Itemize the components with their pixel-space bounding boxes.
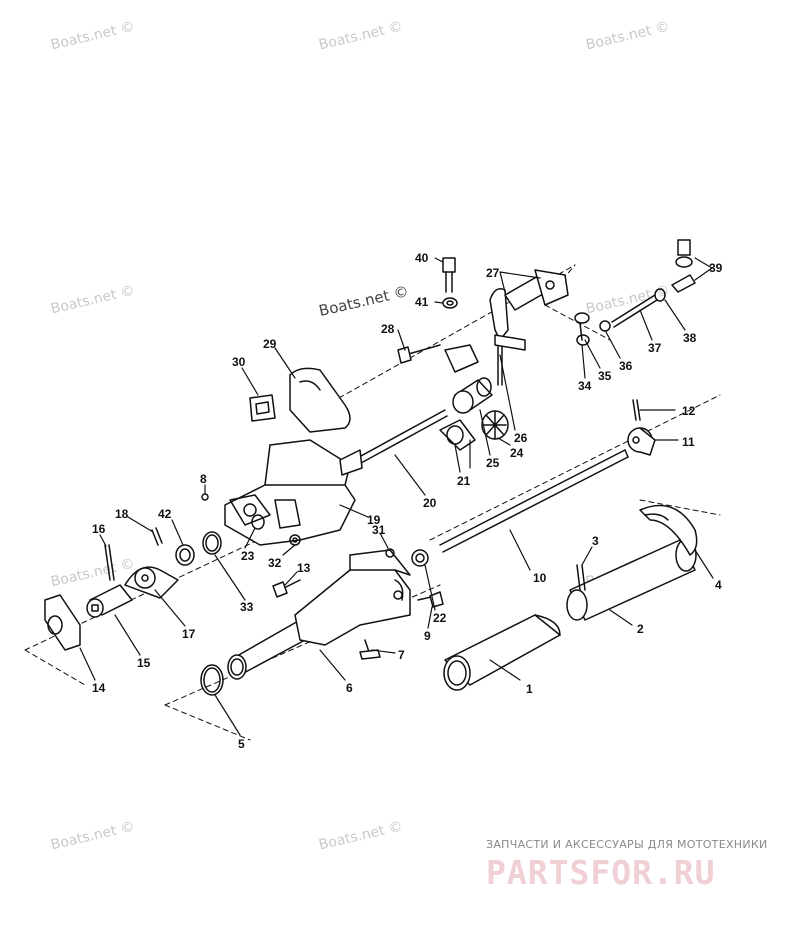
label-21: 21 xyxy=(457,474,471,488)
part-6-tiller-housing xyxy=(227,549,411,680)
part-42-bushing xyxy=(175,544,195,566)
label-27: 27 xyxy=(486,266,500,280)
label-19: 19 xyxy=(367,513,381,527)
label-5: 5 xyxy=(238,737,245,751)
part-35-nut xyxy=(576,334,590,346)
label-36: 36 xyxy=(619,359,633,373)
part-26-shift-lever xyxy=(489,288,526,386)
label-40: 40 xyxy=(415,251,429,265)
part-40-bolt xyxy=(442,257,456,293)
part-10-shaft xyxy=(439,449,629,553)
part-31-screw xyxy=(385,548,395,558)
part-16-pin xyxy=(104,544,115,581)
label-30: 30 xyxy=(232,355,246,369)
label-25: 25 xyxy=(486,456,500,470)
part-34-screw xyxy=(574,312,590,341)
label-39: 39 xyxy=(709,261,723,275)
label-15: 15 xyxy=(137,656,151,670)
label-41: 41 xyxy=(415,295,429,309)
part-18-pin xyxy=(151,527,163,546)
part-24-bevel-gear xyxy=(481,410,509,440)
label-14: 14 xyxy=(92,681,106,695)
label-11: 11 xyxy=(682,435,695,449)
label-31: 31 xyxy=(372,523,386,537)
label-9: 9 xyxy=(424,629,431,643)
label-23: 23 xyxy=(241,549,255,563)
part-2-grip-tube xyxy=(566,538,697,621)
part-33-o-ring xyxy=(202,531,222,555)
part-8-screw xyxy=(201,493,209,501)
label-1: 1 xyxy=(526,682,533,696)
part-25-spline-gear xyxy=(452,377,493,414)
part-13-bolt xyxy=(272,579,301,598)
label-42: 42 xyxy=(158,507,172,521)
part-27-link-arm xyxy=(504,269,569,311)
label-32: 32 xyxy=(268,556,282,570)
part-30-pad xyxy=(249,394,276,422)
brand-logo-text: PARTSFOR.RU xyxy=(486,853,716,892)
label-38: 38 xyxy=(683,331,697,345)
part-3-pin xyxy=(576,564,586,591)
label-33: 33 xyxy=(240,600,254,614)
label-2: 2 xyxy=(637,622,644,636)
label-26: 26 xyxy=(514,431,528,445)
part-22-bushing xyxy=(411,549,429,567)
label-28: 28 xyxy=(381,322,395,336)
part-38-nut xyxy=(654,288,666,302)
label-10: 10 xyxy=(533,571,547,585)
label-8: 8 xyxy=(200,472,207,486)
part-19-swivel-bracket xyxy=(224,439,356,546)
part-11-collar xyxy=(627,427,656,456)
label-18: 18 xyxy=(115,507,129,521)
part-labels: 1 2 3 4 5 6 7 8 9 10 11 12 13 14 15 16 1… xyxy=(92,251,723,751)
label-29: 29 xyxy=(263,337,277,351)
part-1-sleeve xyxy=(443,614,561,691)
label-20: 20 xyxy=(423,496,437,510)
leader-lines xyxy=(79,257,714,736)
part-21-clamps xyxy=(439,344,479,451)
part-39-ball-joint xyxy=(671,239,696,293)
part-36-nut xyxy=(599,320,611,332)
label-24: 24 xyxy=(510,446,524,460)
part-7-screw xyxy=(359,639,381,660)
label-37: 37 xyxy=(648,341,662,355)
label-6: 6 xyxy=(346,681,353,695)
label-4: 4 xyxy=(715,578,722,592)
label-22: 22 xyxy=(433,611,447,625)
part-5-o-ring xyxy=(200,664,224,696)
part-23-bushing xyxy=(251,514,265,530)
part-37-threaded-rod xyxy=(611,294,658,328)
label-7: 7 xyxy=(398,648,405,662)
part-29-bracket xyxy=(289,367,351,433)
part-41-washer xyxy=(442,297,458,309)
label-35: 35 xyxy=(598,369,612,383)
label-34: 34 xyxy=(578,379,592,393)
brand-tagline: ЗАПЧАСТИ И АКСЕССУАРЫ ДЛЯ МОТОТЕХНИКИ xyxy=(486,838,768,851)
part-9-bolt xyxy=(417,591,444,608)
part-17-gear xyxy=(124,566,179,599)
brand-logo: ЗАПЧАСТИ И АКСЕССУАРЫ ДЛЯ МОТОТЕХНИКИ PA… xyxy=(486,838,786,892)
label-12: 12 xyxy=(682,404,696,418)
part-12-pin xyxy=(632,399,641,421)
label-13: 13 xyxy=(297,561,311,575)
part-15-coupler xyxy=(86,584,133,618)
alignment-lines xyxy=(24,264,721,741)
part-20-rod xyxy=(339,409,448,476)
label-17: 17 xyxy=(182,627,196,641)
label-3: 3 xyxy=(592,534,599,548)
part-14-end-plate xyxy=(44,594,81,651)
part-4-grip-cover xyxy=(639,504,698,556)
label-16: 16 xyxy=(92,522,106,536)
